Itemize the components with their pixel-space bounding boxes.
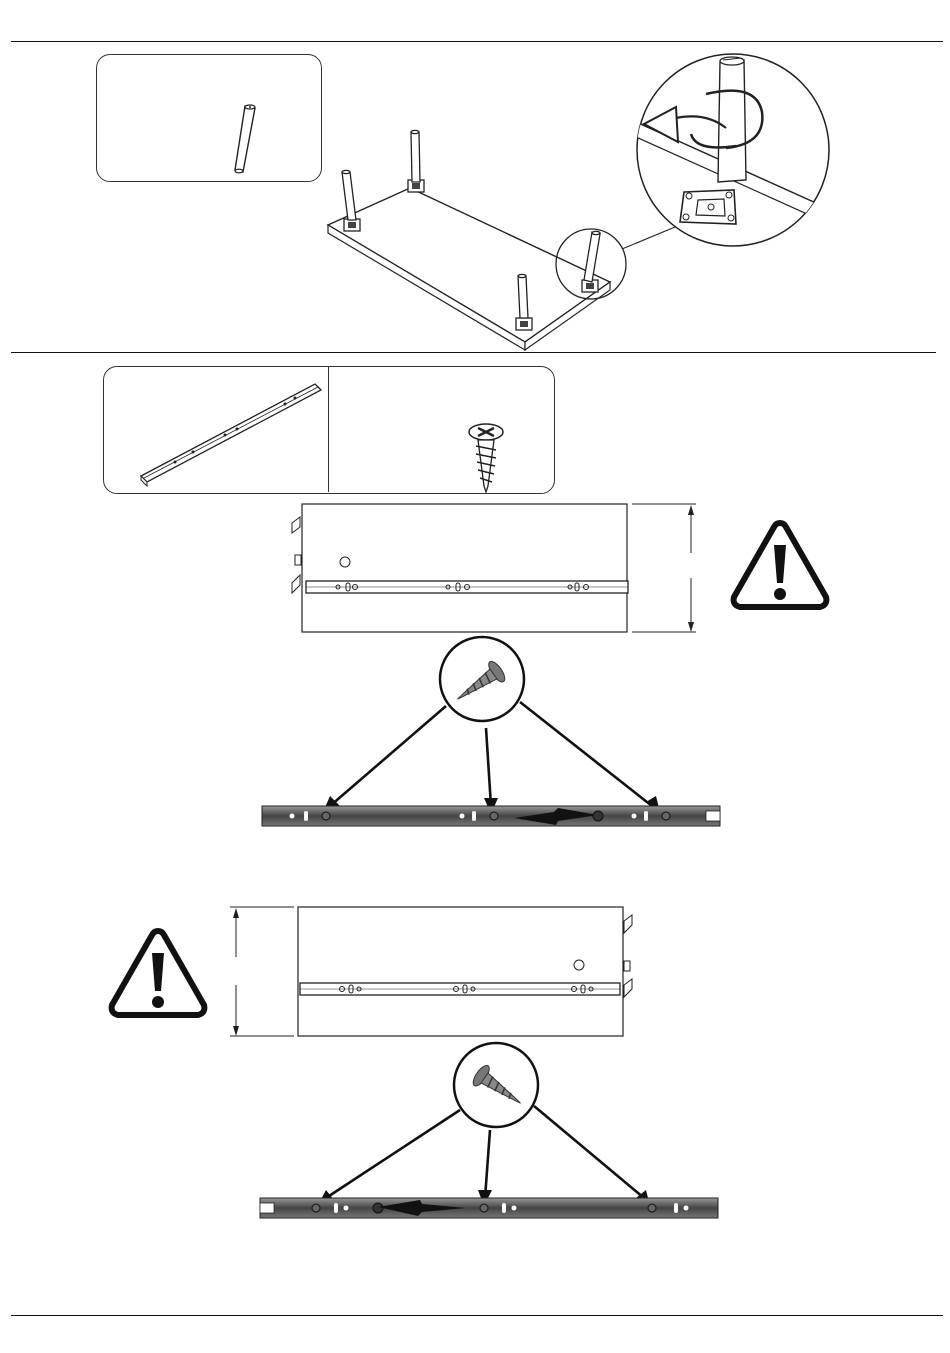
bottom-rule bbox=[11, 1315, 943, 1316]
parts-box-split bbox=[328, 367, 329, 492]
section-divider bbox=[11, 352, 936, 353]
warning-icon bbox=[728, 517, 832, 613]
drawer-rail-2 bbox=[256, 1195, 722, 1223]
leg-plate-detail bbox=[680, 190, 736, 224]
rail-icon bbox=[135, 378, 325, 488]
top-rule bbox=[11, 41, 943, 42]
leg-icon bbox=[225, 100, 265, 180]
parts-box-leg bbox=[96, 54, 322, 182]
drawer-side-panel-right bbox=[228, 905, 648, 1039]
drawer-side-panel-left bbox=[288, 503, 698, 635]
screw-icon bbox=[466, 422, 510, 494]
warning-icon bbox=[106, 925, 210, 1021]
leg-detail-circle bbox=[636, 52, 836, 252]
drawer-rail-1 bbox=[258, 803, 724, 831]
screw-callout-2 bbox=[250, 1040, 730, 1220]
